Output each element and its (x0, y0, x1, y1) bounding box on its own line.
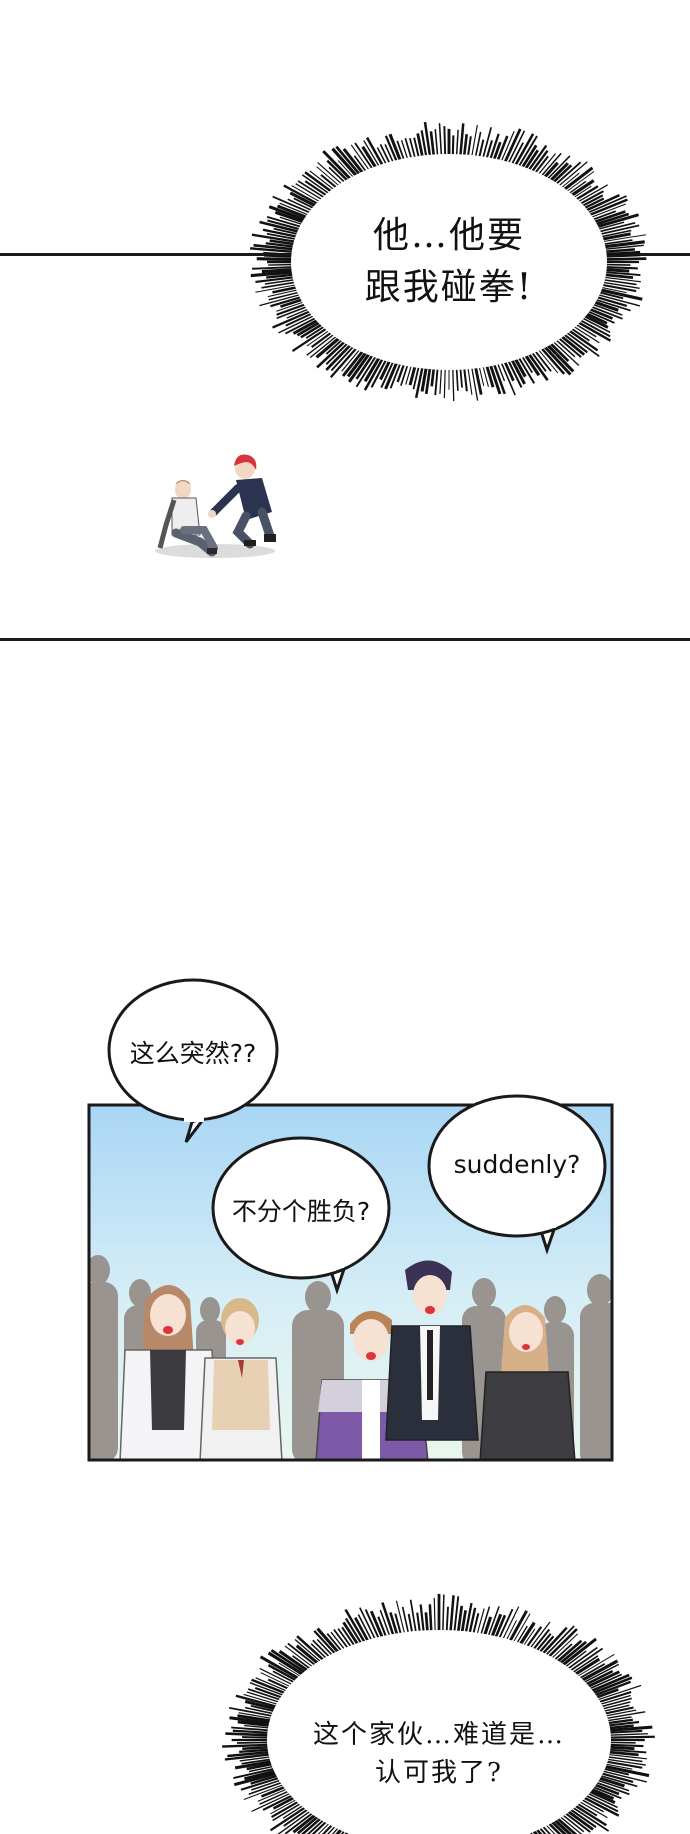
speech-bubble-middle-oval (211, 1136, 391, 1280)
speech-bubble-middle-text: 不分个胜负? (231, 1197, 371, 1226)
speech-bubble-left-text: 这么突然?? (129, 1039, 257, 1068)
crowd-silhouettes (89, 1255, 612, 1460)
speech-bubble-right-oval (427, 1094, 607, 1238)
shout-bubble-bottom-line1: 这个家伙…难道是… (312, 1720, 565, 1750)
student-boy-dark-jacket (385, 1260, 479, 1441)
student-girl-beige-vest (199, 1298, 283, 1460)
middle-divider-line (0, 638, 690, 641)
student-girl-white-cardigan (119, 1285, 219, 1460)
shout-bubble-top-line2: 跟我碰拳! (364, 267, 534, 308)
shout-bubble-top (249, 121, 647, 402)
shout-bubble-bottom-fill (267, 1630, 611, 1834)
shout-bubble-top-line1: 他…他要 (372, 215, 525, 256)
speech-bubble-right-text: suddenly? (453, 1150, 581, 1179)
shout-bubble-top-fill (291, 154, 607, 370)
student-girl-dark-cardigan (479, 1305, 576, 1460)
crowd-panel-border (87, 1103, 614, 1462)
characters-fist-bump-illustration (155, 454, 276, 558)
shout-bubble-bottom-spikes (222, 1593, 655, 1834)
shout-bubble-bottom-line2: 认可我了? (375, 1758, 503, 1788)
